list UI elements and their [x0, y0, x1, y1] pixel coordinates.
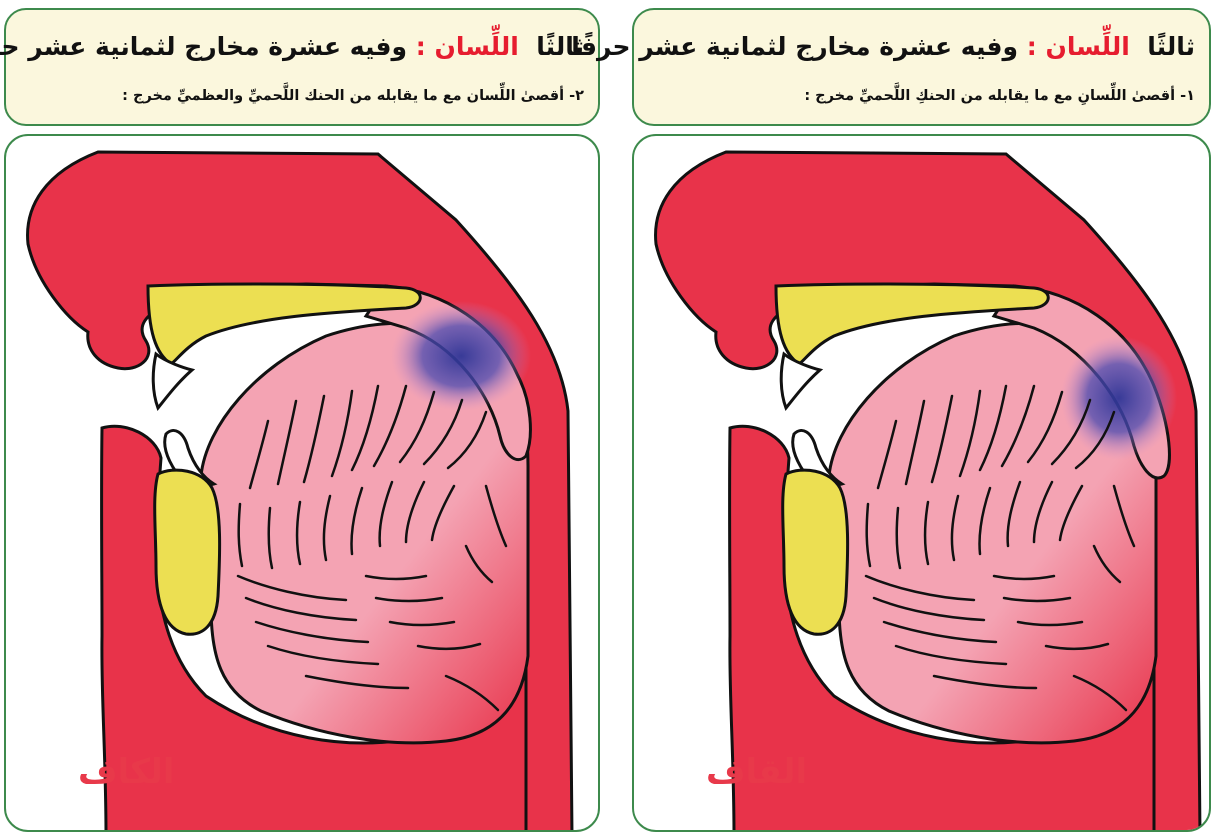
section-title: ثالثًا اللِّسان : وفيه عشرة مخارج لثماني…: [16, 32, 584, 61]
diagram-frame: القاف: [632, 134, 1211, 832]
mouth-cross-section-diagram: [6, 136, 600, 832]
section-subtitle: ٢- أقصىٰ اللِّسان مع ما يقابله من الحنك …: [16, 88, 584, 104]
section-title: ثالثًا اللِّسان : وفيه عشرة مخارج لثماني…: [644, 32, 1195, 61]
title-highlight: اللِّسان :: [416, 32, 519, 61]
title-rest: وفيه عشرة مخارج لثمانية عشر حرفًا: [0, 32, 407, 61]
panel-kaf: ثالثًا اللِّسان : وفيه عشرة مخارج لثماني…: [0, 0, 606, 836]
title-rest: وفيه عشرة مخارج لثمانية عشر حرفًا: [571, 32, 1018, 61]
letter-label: القاف: [706, 752, 807, 792]
title-prefix: ثالثًا: [1147, 32, 1195, 61]
letter-label: الكاف: [78, 752, 174, 792]
section-subtitle: ١- أقصىٰ اللِّسانِ مع ما يقابله من الحنك…: [644, 88, 1195, 104]
mouth-cross-section-diagram: [634, 136, 1211, 832]
upper-tooth: [781, 354, 820, 408]
header-box: ثالثًا اللِّسان : وفيه عشرة مخارج لثماني…: [4, 8, 600, 126]
articulation-point: [1061, 336, 1177, 460]
upper-tooth: [153, 354, 192, 408]
panel-qaf: ثالثًا اللِّسان : وفيه عشرة مخارج لثماني…: [628, 0, 1217, 836]
lower-jaw-bone: [155, 470, 220, 634]
articulation-point: [391, 301, 531, 411]
header-box: ثالثًا اللِّسان : وفيه عشرة مخارج لثماني…: [632, 8, 1211, 126]
diagram-frame: الكاف: [4, 134, 600, 832]
title-highlight: اللِّسان :: [1027, 32, 1130, 61]
lower-jaw-bone: [783, 470, 848, 634]
